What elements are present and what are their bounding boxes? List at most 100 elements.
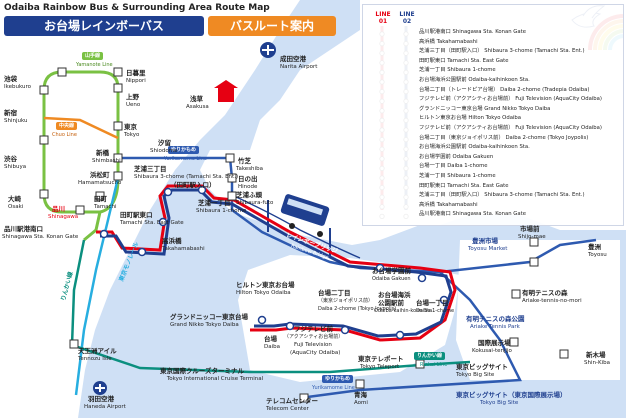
station-shijomae-en: Shijo-mae [518,234,546,240]
legend-stop-en: Fuji Television (AquaCity Odaiba) [515,96,602,103]
legend-stop-jp: 高浜橋 [419,201,435,208]
legend-stop-en: Shinagawa Sta. Konan Gate [452,211,526,218]
rinkai-line-en-2: Rinkai Line [420,362,448,368]
legend-stop: 台場一丁目 Daiba 1-chome [419,163,488,170]
station-hamamatsucho: 浜松町 [90,171,110,179]
legend-stop: お台場海浜公園駅前 Odaiba-kaihinkoen Sta. [419,77,530,84]
legend-stop-jp: 芝浦一丁目 [419,67,446,74]
yurikamome-line-label-2: ゆりかもめ [322,375,354,383]
stop-daiba2-en: Daiba 2-chome (Tokyo Joypolis) [318,306,397,312]
station-tokyo-en: Tokyo [124,132,140,138]
station-ikebukuro: 池袋 [4,75,17,83]
stop-tamachi-east-en: Tamachi Sta. East Gate [120,220,184,226]
station-tennozu-en: Tennozu Isle [78,356,112,362]
legend-stop-jp: お台場海浜公園駅前 [419,144,467,151]
stop-daiba2: 台場二丁目 [318,289,351,297]
rinkai-line [70,239,471,374]
legend-stop: フジテレビ前（アクアシティお台場前） Fuji Television (Aqua… [419,125,602,132]
station-markers [39,67,569,403]
map-subtitle-jp: バスルート案内 [208,16,336,36]
jr-shinagawa-line [83,211,102,242]
stop-daiba1-en: Daiba 1-chome [416,308,455,314]
legend-stop-jp: 品川駅港南口 [419,29,451,35]
station-takeshiba: 竹芝 [238,157,251,165]
station-shinagawa-en: Shinagawa [48,214,79,220]
station-shiodome: 汐留 [158,139,171,147]
station-takeshiba-en: Takeshiba [236,166,263,172]
station-shiodome-en: Shiodome [150,148,178,154]
station-osaki: 大崎 [8,195,21,203]
station-hamamatsucho-en: Hamamatsucho [78,180,122,186]
bus-icon [280,194,330,237]
landmark-big-site-en: Tokyo Big Site [480,400,519,406]
stop-shinagawa-konan-en: Shinagawa Sta. Konan Gate [2,234,79,240]
stop-shibaura1-en: Shibaura 1-chome [196,208,247,214]
yurikamome-loop [299,271,522,400]
route-line-01 [96,184,457,342]
stop-hilton: ヒルトン東京お台場 [236,281,295,289]
legend-stop: 高浜橋 Takahamabashi [419,39,478,46]
station-nippori: 日暮里 [126,69,146,77]
station-tokyo-teleport: 東京テレポート [358,355,404,363]
legend-stop-en: Shibaura 3-chome (Tamachi Sta. Ent.) [484,192,585,199]
station-shibuya-en: Shibuya [4,164,27,170]
yurikamome-line-en: Yurikamome Line [164,156,207,162]
chuo-line-en: Chuo Line [52,132,77,138]
airport-haneda-en: Haneda Airport [84,404,126,410]
station-ueno: 上野 [126,93,139,101]
station-tokyo-teleport-en: Tokyo Teleport [360,364,400,370]
station-shimbashi: 新橋 [96,149,109,157]
station-tokyo: 東京 [124,123,137,131]
stop-daiba2-sub: （東京ジョイポリス前） [318,298,374,304]
legend-stop-en: Grand Nikko Tokyo Daiba [484,105,551,112]
landmark-asakusa-en: Asakusa [186,104,209,110]
legend-stop-jp: 高浜橋 [419,38,435,45]
stop-fujitv-en: Fuji Television [294,342,332,348]
landmark-ariake-park: 有明テニスの森公園 [466,315,525,323]
legend-stop-jp: 品川駅港南口 [419,211,451,218]
stop-hilton-en: Hilton Tokyo Odaiba [236,290,291,296]
legend-stop: 田町駅東口 Tamachi Sta. East Gate [419,58,508,65]
station-shimbashi-en: Shimbashi [92,158,121,164]
legend-stop-jp: お台場海浜公園駅前 [419,77,467,83]
legend-stop: お台場学園前 Odaiba Gakuen [419,154,493,161]
legend-stop-en: Shibaura 3-chome (Tamachi Sta. Ent.) [484,48,585,55]
station-shibaurafuto: 芝浦ふ頭 [236,191,262,199]
stop-fujitv-en2: (AquaCity Odaiba) [290,350,341,356]
legend-stop-jp: 台場二丁目（東京ジョイポリス前） [419,134,504,141]
stop-kaihinkoen: お台場海浜 [378,291,411,299]
station-hinode: 日の出 [238,175,258,183]
station-ariake-tennis: 有明テニスの森 [522,289,568,297]
station-osaki-en: Osaki [8,204,24,210]
legend-stop-en: Hilton Tokyo Odaiba [468,115,522,122]
airport-narita: 成田空港 [280,55,306,63]
stop-shibaura3: 芝浦三丁目 [134,165,167,173]
legend-stop-en: Shibaura 1-chome [447,173,496,179]
airplane-icon [93,381,107,395]
legend-stop-jp: グランドニッコー東京台場 [419,105,483,112]
station-shin-kiba: 新木場 [586,351,606,359]
legend-stop: ヒルトン東京お台場 Hilton Tokyo Odaiba [419,115,521,122]
station-telecom: テレコムセンター [266,397,318,405]
station-shinjuku: 新宿 [4,109,17,117]
map-title-en: Odaiba Rainbow Bus & Surrounding Area Ro… [4,3,270,13]
station-ariake-tennis-en: Ariake-tennis-no-mori [522,298,582,304]
monorail-line [74,177,120,396]
legend-stop-en: Tamachi Sta. East Gate [447,182,509,189]
legend-stop: 品川駅港南口 Shinagawa Sta. Konan Gate [419,211,526,218]
legend-stop-jp: 台場一丁目 [419,163,446,170]
rinkai-line-label-2: りんかい線 [414,352,446,360]
legend-stop-jp: 芝浦三丁目（田町駅入口） [419,48,483,55]
landmark-big-site: 東京ビッグサイト（東京国際展示場） [456,391,567,399]
legend-stop-en: Daiba 2-chome (Tradepia Odaiba) [500,86,590,93]
station-ueno-en: Ueno [126,102,141,108]
yamanote-line-en: Yamanote Line [76,62,113,68]
station-daiba-en: Daiba [264,344,280,350]
legend-stop-en: Daiba 2-chome (Tokyo Joypolis) [505,134,589,141]
legend-stop: 芝浦三丁目（田町駅入口） Shibaura 3-chome (Tamachi S… [419,192,585,199]
temple-icon [214,80,238,102]
legend-stop-en: Daiba 1-chome [447,163,488,170]
